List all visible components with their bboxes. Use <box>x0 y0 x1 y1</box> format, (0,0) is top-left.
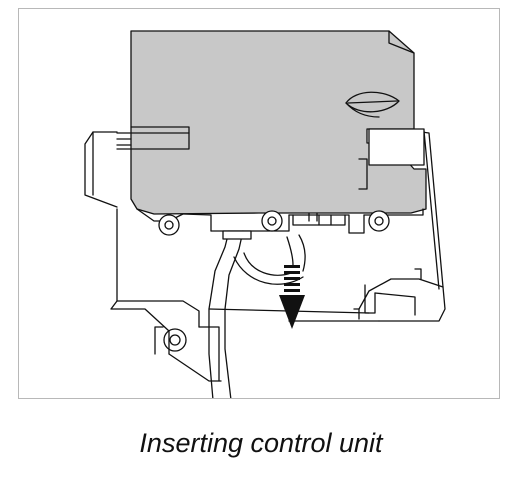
figure-frame <box>18 8 500 399</box>
cable <box>208 230 306 398</box>
line-drawing <box>84 30 446 398</box>
downward-arrow <box>279 265 305 329</box>
control-unit-housing <box>116 30 427 236</box>
figure-caption: Inserting control unit <box>139 428 383 458</box>
